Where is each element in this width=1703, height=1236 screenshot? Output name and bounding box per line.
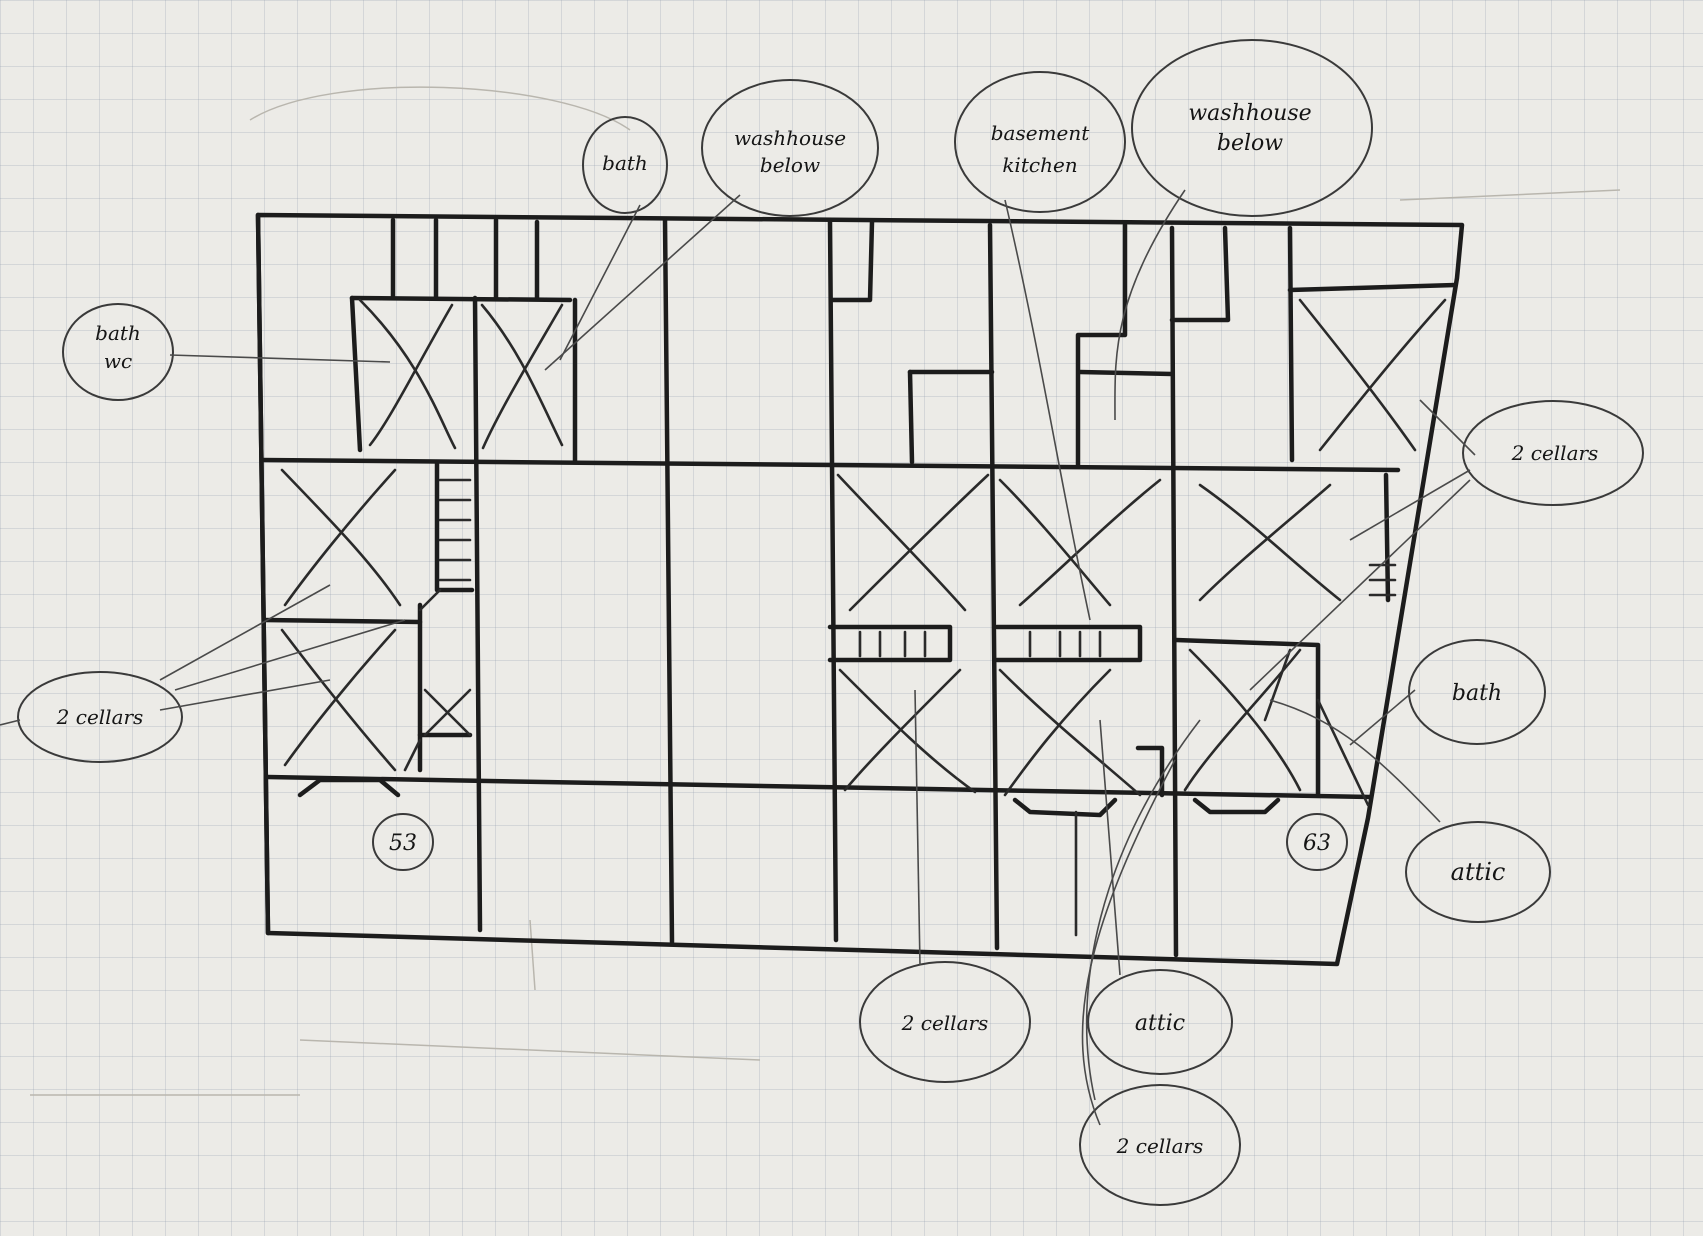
house-number-63: 63 <box>1303 831 1331 856</box>
label-washhouse-left-1: washhouse <box>734 126 846 150</box>
label-attic-right: attic <box>1451 858 1506 886</box>
leader-lines <box>0 189 1476 1126</box>
label-two-cellars-b: 2 cellars <box>1116 1134 1204 1158</box>
label-washhouse-right-1: washhouse <box>1188 101 1311 126</box>
label-ovals <box>17 39 1644 1206</box>
room-labels: bath wc bath washhouse below basement ki… <box>56 101 1599 1158</box>
label-bath-right: bath <box>1452 681 1502 706</box>
label-basement-kitchen-1: basement <box>991 121 1091 145</box>
house-number-53: 53 <box>389 831 417 856</box>
unit-63-rooms <box>827 219 1458 937</box>
label-attic-center: attic <box>1135 1011 1185 1036</box>
label-bath-wc-2: wc <box>104 349 132 373</box>
vertical-walls <box>472 217 1179 958</box>
label-bath-wc-1: bath <box>95 321 141 345</box>
unit-53-rooms <box>280 217 578 798</box>
label-washhouse-right-2: below <box>1217 131 1283 156</box>
label-cellars-right: 2 cellars <box>1511 441 1599 465</box>
label-two-cellars-a: 2 cellars <box>901 1011 989 1035</box>
label-cellars-left: 2 cellars <box>56 705 144 729</box>
faint-background-marks <box>30 86 1621 1096</box>
label-bath-top: bath <box>602 151 648 175</box>
label-washhouse-left-2: below <box>760 153 820 177</box>
label-basement-kitchen-2: kitchen <box>1002 153 1077 177</box>
outer-walls <box>255 212 1465 967</box>
